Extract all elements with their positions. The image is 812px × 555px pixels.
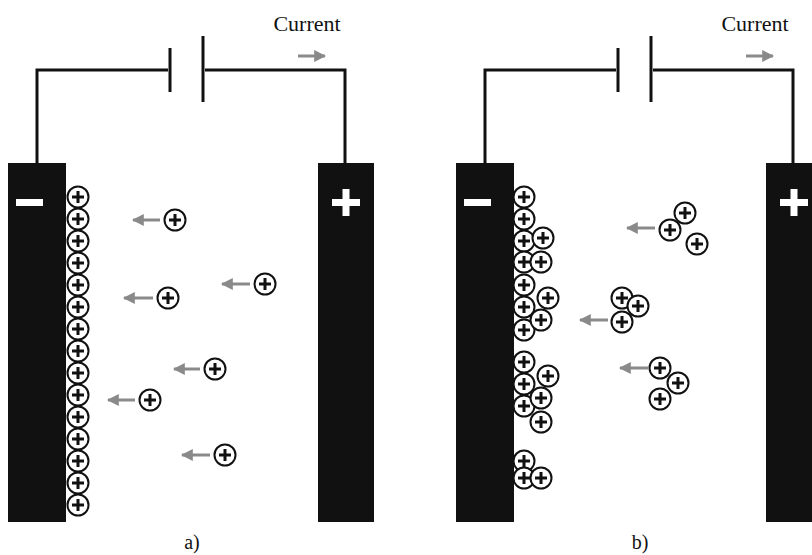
motion-arrow <box>222 283 250 286</box>
cation <box>158 288 179 309</box>
cation <box>68 473 89 494</box>
current-label: Current <box>721 12 788 36</box>
motion-arrow <box>182 454 210 457</box>
cation <box>514 209 535 230</box>
cation <box>68 187 89 208</box>
current-arrow <box>298 55 325 58</box>
cation <box>531 252 552 273</box>
cation <box>531 468 552 489</box>
cation <box>675 203 696 224</box>
panel-label: a) <box>184 531 200 553</box>
cation <box>68 451 89 472</box>
cation <box>531 310 552 331</box>
cation <box>68 429 89 450</box>
cation <box>612 312 633 333</box>
cation <box>650 358 671 379</box>
cation <box>538 288 559 309</box>
positive-electrode <box>318 163 374 522</box>
cation <box>650 389 671 410</box>
motion-arrow <box>133 219 160 222</box>
minus-sign <box>464 199 491 206</box>
cation <box>215 445 236 466</box>
circuit-b <box>485 36 793 163</box>
positive-electrode <box>766 163 812 522</box>
cation <box>68 209 89 230</box>
cation <box>531 388 552 409</box>
cation <box>687 234 708 255</box>
cation <box>68 253 89 274</box>
motion-arrow <box>580 319 608 322</box>
cation <box>514 374 535 395</box>
cation <box>68 275 89 296</box>
minus-sign <box>16 199 43 206</box>
circuit-a <box>37 36 345 163</box>
cation <box>68 341 89 362</box>
panel-label: b) <box>632 531 649 553</box>
motion-arrow <box>108 399 135 402</box>
motion-arrows <box>108 220 655 455</box>
cation <box>514 352 535 373</box>
ions <box>68 187 708 516</box>
cation <box>68 297 89 318</box>
motion-arrow <box>124 297 153 300</box>
cation <box>533 228 554 249</box>
cation <box>660 220 681 241</box>
plus-sign <box>332 189 360 216</box>
cation <box>531 412 552 433</box>
cation <box>68 407 89 428</box>
current-arrow <box>746 55 773 58</box>
motion-arrow <box>627 227 655 230</box>
cation <box>628 296 649 317</box>
cation <box>140 390 161 411</box>
cation <box>514 231 535 252</box>
current-label: Current <box>273 12 340 36</box>
cation <box>668 373 689 394</box>
cation <box>538 366 559 387</box>
cation <box>205 359 226 380</box>
cation <box>68 385 89 406</box>
negative-electrode <box>8 163 66 522</box>
plus-sign <box>780 189 808 216</box>
cation <box>255 274 276 295</box>
cation <box>165 210 186 231</box>
motion-arrow <box>620 367 648 370</box>
cation <box>68 319 89 340</box>
cation <box>514 187 535 208</box>
cation <box>514 275 535 296</box>
cation <box>68 231 89 252</box>
motion-arrow <box>174 368 200 371</box>
cation <box>68 495 89 516</box>
cation <box>68 363 89 384</box>
negative-electrode <box>456 163 514 522</box>
